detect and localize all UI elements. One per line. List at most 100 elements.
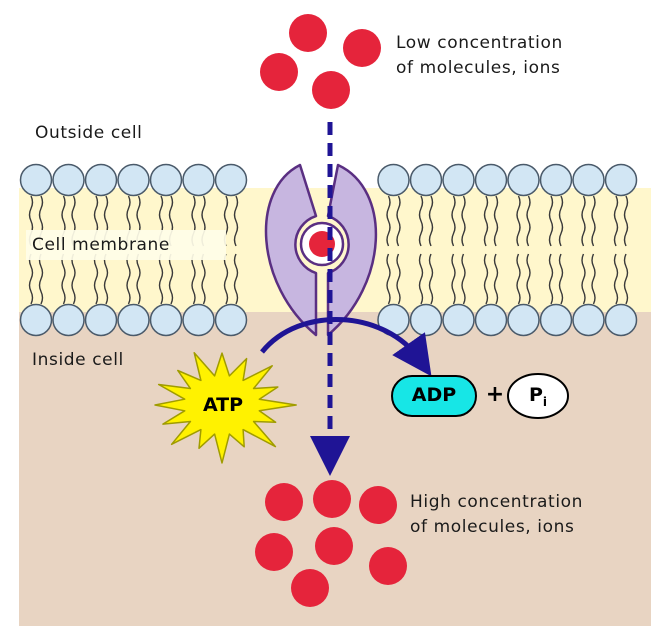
phospholipid-head — [84, 303, 118, 337]
lipid-tail — [386, 253, 391, 305]
lipid-tail — [461, 253, 466, 305]
lipid-tail — [516, 253, 521, 305]
phosphate-ellipse — [507, 373, 569, 419]
phosphate-label: Pi — [508, 384, 568, 409]
phospholipid-head — [19, 163, 53, 197]
phospholipid-head — [52, 303, 85, 337]
phospholipid-head — [84, 163, 118, 197]
lipid-tail — [591, 195, 596, 247]
phospholipid-head — [214, 163, 248, 197]
lipid-tail — [591, 253, 596, 305]
lipid-tail — [483, 253, 489, 305]
lipid-tail — [168, 253, 174, 305]
phospholipid-head — [182, 163, 215, 197]
lipid-tail — [126, 253, 131, 305]
molecule-particle — [255, 533, 293, 571]
phospholipid-head — [507, 303, 540, 337]
high-concentration-line1: High concentration — [410, 492, 584, 512]
molecule-particle — [343, 29, 381, 67]
phospholipid-head — [377, 163, 410, 197]
high-concentration-label: High concentration of molecules, ions — [410, 490, 583, 540]
lipid-tail — [396, 253, 401, 305]
molecule-particle — [369, 547, 407, 585]
phosphate-subscript: i — [542, 394, 548, 409]
molecule-particle — [359, 486, 397, 524]
phospholipid-head — [474, 303, 508, 337]
lipid-tail — [451, 195, 456, 247]
phospholipid-head — [409, 163, 443, 197]
phospholipid-head — [442, 303, 475, 337]
cell-membrane-label: Cell membrane — [32, 235, 170, 255]
phospholipid-head — [572, 303, 605, 337]
lipid-tail — [623, 253, 629, 305]
phospholipid-head — [474, 163, 508, 197]
lipid-tail — [451, 253, 456, 305]
high-concentration-line2: of molecules, ions — [410, 517, 575, 537]
lipid-tail — [223, 253, 229, 305]
lipid-tail — [38, 253, 44, 305]
lipid-tail — [201, 253, 206, 305]
lipid-tail — [548, 253, 554, 305]
lipid-tail — [558, 195, 564, 247]
inside-molecules — [255, 480, 407, 607]
lipid-tail — [461, 195, 466, 247]
phospholipid-head — [182, 303, 215, 337]
phospholipid-head — [117, 303, 150, 337]
low-concentration-label: Low concentration of molecules, ions — [396, 31, 563, 81]
lipid-tail — [493, 253, 499, 305]
molecule-particle — [265, 483, 303, 521]
phospholipid-head — [117, 163, 150, 197]
lipid-tail — [623, 195, 629, 247]
lipid-tail — [396, 195, 401, 247]
phospholipid-head — [214, 303, 248, 337]
lipid-tail — [516, 195, 521, 247]
lipid-tail — [418, 195, 424, 247]
low-concentration-line1: Low concentration — [396, 33, 563, 53]
lipid-tail — [61, 253, 66, 305]
lipid-tail — [581, 195, 586, 247]
outside-molecules — [260, 14, 381, 109]
lipid-tail — [386, 195, 391, 247]
phospholipid-head — [19, 303, 53, 337]
lipid-tail — [28, 253, 34, 305]
adp-capsule — [391, 375, 477, 417]
energy-transfer-arrow — [260, 316, 432, 377]
adp-label: ADP — [411, 384, 457, 406]
phospholipid-heads-outer — [19, 163, 638, 197]
phospholipid-head — [442, 163, 475, 197]
lipid-tail — [233, 195, 239, 247]
inside-cell-label: Inside cell — [32, 350, 124, 370]
molecule-particle — [313, 480, 351, 518]
lipid-tail — [233, 253, 239, 305]
phospholipid-head — [539, 163, 573, 197]
lipid-tail — [103, 253, 109, 305]
lipid-tail — [191, 253, 196, 305]
phospholipid-head — [149, 303, 183, 337]
atp-burst — [154, 351, 297, 464]
phospholipid-head — [507, 163, 540, 197]
phospholipid-head — [604, 303, 638, 337]
lipid-tail — [428, 253, 434, 305]
lipid-tail — [558, 253, 564, 305]
low-concentration-line2: of molecules, ions — [396, 58, 561, 78]
phospholipid-head — [149, 163, 183, 197]
lipid-tail — [136, 253, 141, 305]
lipid-tail — [493, 195, 499, 247]
lipid-tail — [526, 195, 531, 247]
phospholipid-head — [604, 163, 638, 197]
molecule-particle — [315, 527, 353, 565]
transport-protein-left-half — [264, 163, 318, 337]
lipid-tail — [418, 253, 424, 305]
lipid-tail — [483, 195, 489, 247]
phospholipid-head — [572, 163, 605, 197]
molecule-particle — [312, 71, 350, 109]
molecule-particle — [291, 569, 329, 607]
outside-cell-label: Outside cell — [35, 123, 143, 143]
membrane-label-backdrop — [26, 230, 226, 260]
lipid-tail — [71, 253, 76, 305]
plus-sign: + — [485, 382, 505, 407]
molecule-particle — [289, 14, 327, 52]
lipid-tail — [93, 253, 99, 305]
